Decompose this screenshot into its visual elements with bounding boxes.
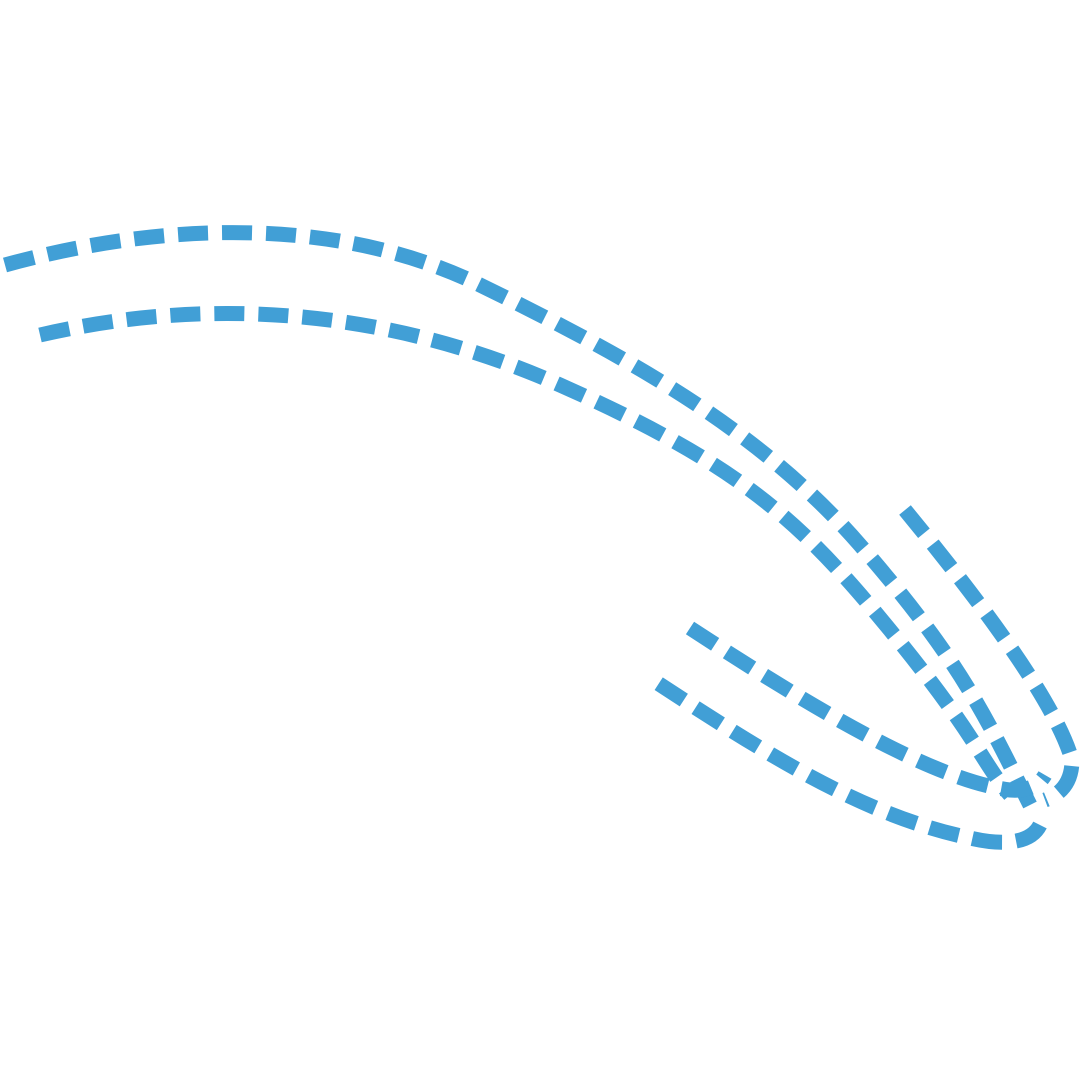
inner-return-dashed-curve — [685, 621, 1052, 798]
right-dashed-curve — [899, 505, 1080, 808]
outer-dashed-curve — [3, 225, 1037, 809]
outer-return-dashed-curve — [645, 671, 1047, 850]
inner-dashed-curve — [38, 305, 1016, 800]
